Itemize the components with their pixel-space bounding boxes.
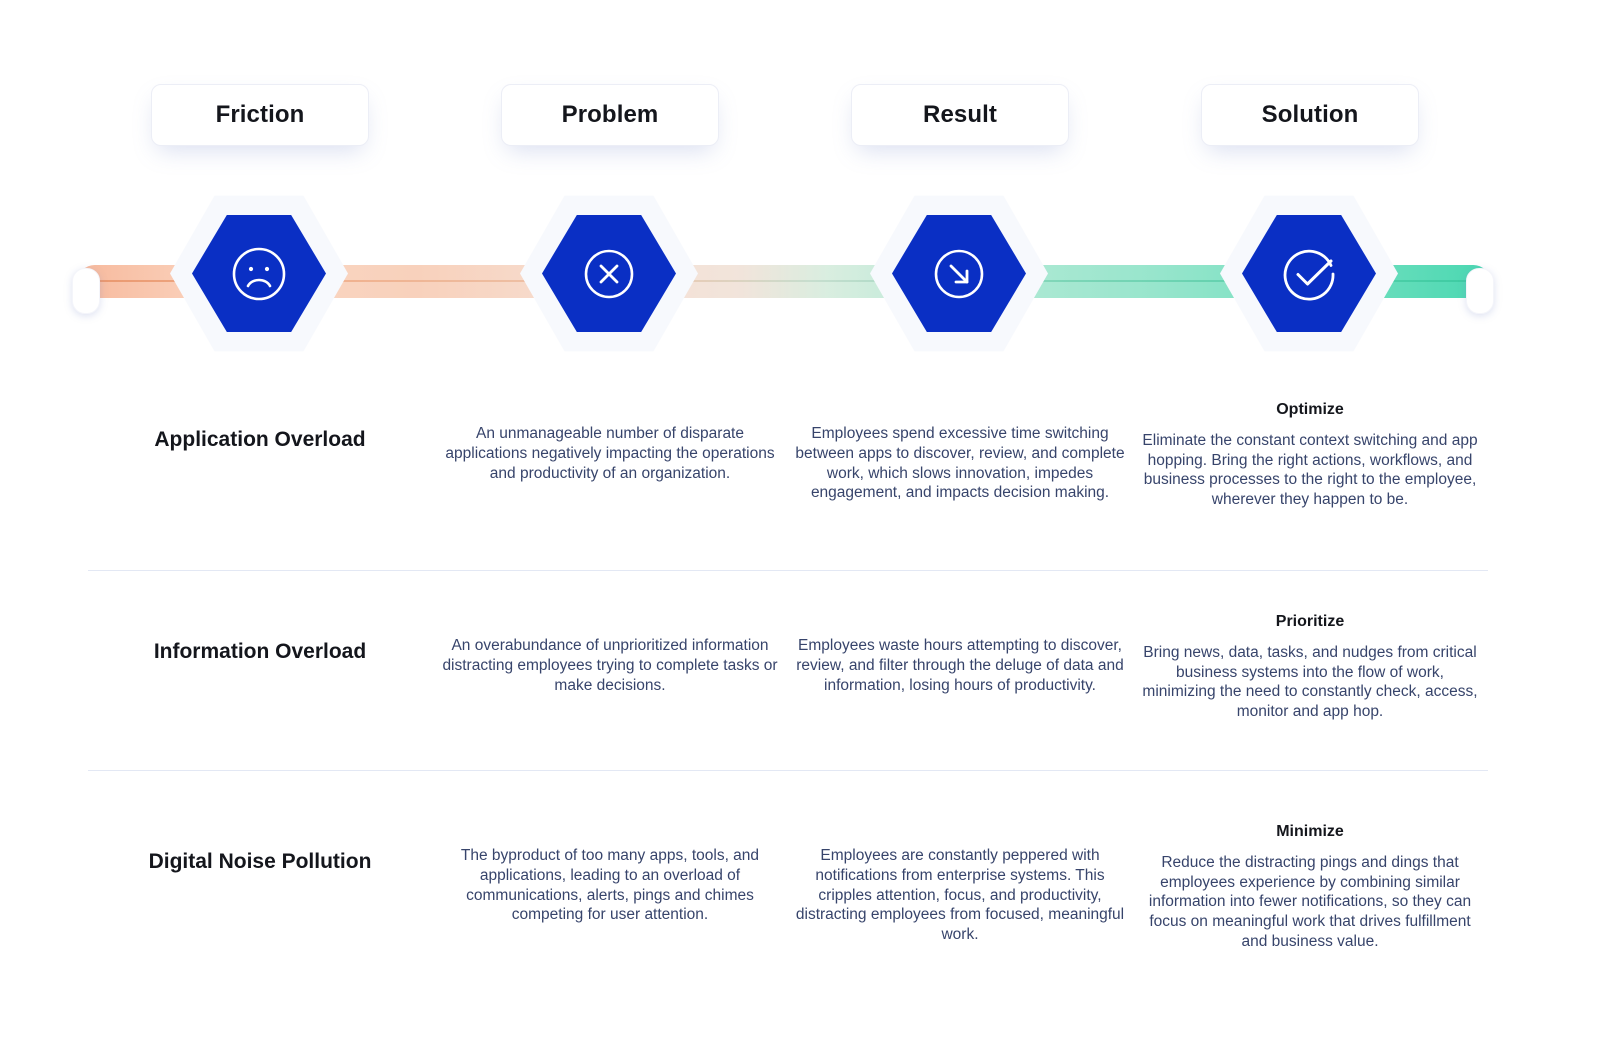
chip-friction[interactable]: Friction [151, 84, 369, 146]
sad-face-icon [228, 243, 290, 305]
row-solution-cell: Minimize Reduce the distracting pings an… [1140, 822, 1480, 952]
row-title: Digital Noise Pollution [148, 850, 372, 873]
row-solution-head: Minimize [1276, 823, 1344, 840]
table-row: Digital Noise Pollution The byproduct of… [0, 780, 1604, 980]
row-result-body: Employees are constantly peppered with n… [795, 847, 1125, 944]
row-title-cell: Digital Noise Pollution [88, 848, 432, 875]
chip-result[interactable]: Result [851, 84, 1069, 146]
row-solution-head: Optimize [1276, 401, 1344, 418]
row-result-cell: Employees spend excessive time switching… [790, 424, 1130, 503]
chip-friction-label: Friction [215, 101, 305, 128]
row-solution-body: Bring news, data, tasks, and nudges from… [1142, 643, 1478, 721]
row-problem-body: The byproduct of too many apps, tools, a… [460, 847, 760, 924]
row-problem-body: An overabundance of unprioritized inform… [442, 637, 778, 694]
row-solution-cell: Optimize Eliminate the constant context … [1140, 400, 1480, 510]
table-row: Information Overload An overabundance of… [0, 570, 1604, 780]
chip-solution[interactable]: Solution [1201, 84, 1419, 146]
row-divider [88, 570, 1488, 571]
row-result-cell: Employees waste hours attempting to disc… [790, 636, 1130, 695]
rail-node-result[interactable] [869, 186, 1049, 361]
chip-result-label: Result [923, 101, 997, 128]
row-solution-head: Prioritize [1275, 613, 1345, 630]
row-solution-body: Reduce the distracting pings and dings t… [1148, 853, 1472, 951]
content-rows: Application Overload An unmanageable num… [0, 380, 1604, 980]
check-circle-icon [1276, 241, 1342, 307]
chip-solution-label: Solution [1261, 101, 1359, 128]
row-result-cell: Employees are constantly peppered with n… [790, 846, 1130, 945]
rail-cap-end [1466, 268, 1494, 314]
chip-problem[interactable]: Problem [501, 84, 719, 146]
row-result-body: Employees spend excessive time switching… [795, 425, 1125, 502]
row-problem-cell: An overabundance of unprioritized inform… [440, 636, 780, 695]
x-circle-icon [578, 243, 640, 305]
rail-center-line [78, 280, 1490, 282]
row-problem-body: An unmanageable number of disparate appl… [445, 425, 775, 482]
rail-node-problem[interactable] [519, 186, 699, 361]
row-title: Information Overload [153, 640, 367, 663]
row-title-cell: Application Overload [88, 426, 432, 453]
table-row: Application Overload An unmanageable num… [0, 380, 1604, 571]
row-problem-cell: An unmanageable number of disparate appl… [440, 424, 780, 483]
rail-node-friction[interactable] [169, 186, 349, 361]
row-title: Application Overload [154, 428, 366, 451]
stage-header-chips: Friction Problem Result Solution [0, 84, 1604, 146]
row-solution-cell: Prioritize Bring news, data, tasks, and … [1140, 612, 1480, 722]
rail-node-solution[interactable] [1219, 186, 1399, 361]
arrow-down-right-circle-icon [928, 243, 990, 305]
row-divider [88, 770, 1488, 771]
row-problem-cell: The byproduct of too many apps, tools, a… [440, 846, 780, 925]
row-result-body: Employees waste hours attempting to disc… [796, 637, 1124, 694]
chip-problem-label: Problem [561, 101, 659, 128]
rail-cap-start [72, 268, 100, 314]
row-title-cell: Information Overload [88, 638, 432, 665]
process-rail [0, 186, 1604, 361]
row-solution-body: Eliminate the constant context switching… [1142, 431, 1478, 509]
